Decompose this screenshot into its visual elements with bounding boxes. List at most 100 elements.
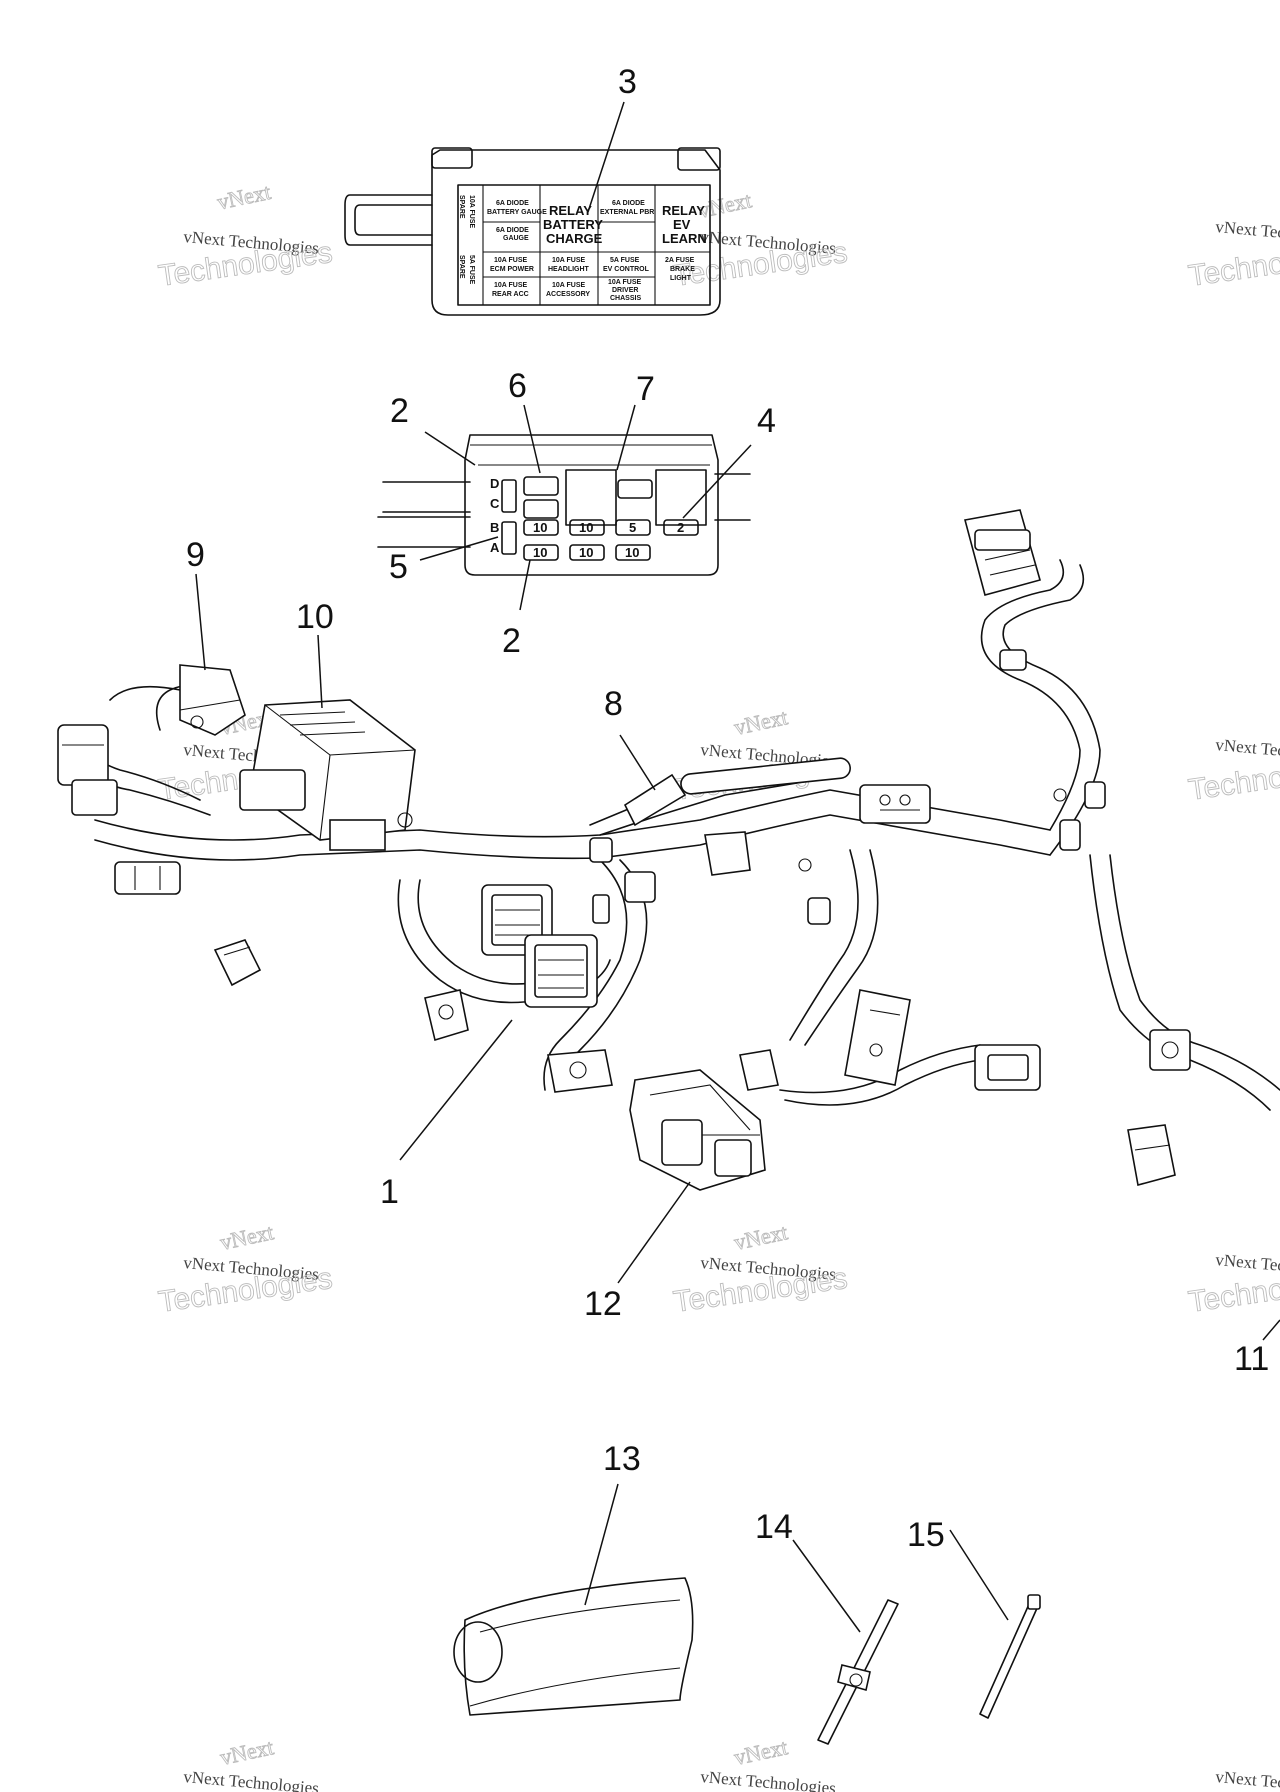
fuse-value: 2 bbox=[677, 520, 684, 535]
callout-14: 14 bbox=[755, 1508, 793, 1546]
fuse-label: HEADLIGHT bbox=[548, 266, 590, 273]
relay-socket bbox=[565, 469, 617, 526]
fuse-value: 10 bbox=[533, 545, 547, 560]
harness-clip bbox=[589, 837, 613, 863]
fuse-label: REAR ACC bbox=[492, 291, 529, 298]
callout-8: 8 bbox=[604, 685, 623, 723]
fuse[interactable] bbox=[569, 519, 605, 536]
relay-label: RELAY bbox=[549, 203, 592, 218]
mounting-tab bbox=[354, 204, 433, 236]
loom-sleeve-part[interactable] bbox=[453, 1577, 694, 1716]
callout-3: 3 bbox=[618, 63, 637, 101]
watermark-brand: vNext bbox=[218, 1219, 276, 1255]
connector[interactable] bbox=[547, 1049, 613, 1093]
relay-label: EV bbox=[673, 217, 691, 232]
relay-label: BATTERY bbox=[543, 217, 603, 232]
fuse-row-lower: 10 10 10 bbox=[523, 544, 651, 561]
watermark-brand: vNext bbox=[732, 704, 790, 740]
watermark-brand: vNext bbox=[732, 1734, 790, 1770]
fuse-box-base bbox=[464, 434, 719, 576]
fuse-label: LIGHT bbox=[670, 275, 692, 282]
leader-lines bbox=[195, 101, 1280, 1633]
fuse-box-cover-part[interactable]: 10A FUSE SPARE 5A FUSE SPARE 6A DIODE BA… bbox=[344, 147, 721, 316]
spare-fuse[interactable] bbox=[501, 479, 517, 513]
connector-cluster[interactable] bbox=[629, 1049, 779, 1191]
fuse-value: 10 bbox=[625, 545, 639, 560]
relay-label: RELAY bbox=[662, 203, 705, 218]
watermark-text: vNext Technologies bbox=[1215, 217, 1280, 248]
callout-12: 12 bbox=[584, 1285, 622, 1323]
harness-clip bbox=[807, 897, 831, 925]
fuse-box-open-view[interactable]: D C B A 10 10 5 2 10 10 10 bbox=[377, 434, 751, 576]
fuse-label: CHASSIS bbox=[610, 295, 641, 302]
fuse-label: BRAKE bbox=[670, 266, 695, 273]
fuse-value: 5 bbox=[629, 520, 636, 535]
fuse[interactable] bbox=[523, 544, 559, 561]
callout-labels: 1 2 2 3 4 5 6 7 8 9 10 11 12 13 14 15 bbox=[186, 63, 1269, 1554]
callout-1: 1 bbox=[380, 1173, 399, 1211]
connector[interactable] bbox=[844, 989, 911, 1086]
relay-label: LEARN bbox=[662, 231, 707, 246]
fuse[interactable] bbox=[569, 544, 605, 561]
callout-2-lower: 2 bbox=[502, 622, 521, 660]
watermark-brand: vNext bbox=[215, 179, 273, 215]
fuse-label: 5A FUSE bbox=[468, 255, 475, 285]
connector[interactable] bbox=[964, 509, 1041, 596]
fuse-label: 10A FUSE bbox=[494, 257, 528, 264]
connector[interactable] bbox=[424, 989, 469, 1042]
callout-11: 11 bbox=[1234, 1340, 1269, 1378]
fuse[interactable] bbox=[663, 519, 699, 536]
fuse[interactable] bbox=[523, 519, 559, 536]
connector[interactable] bbox=[213, 939, 262, 987]
connector[interactable] bbox=[704, 831, 751, 876]
watermark-text: vNext Technologies bbox=[1215, 1767, 1280, 1792]
fuse-label: 10A FUSE bbox=[494, 282, 528, 289]
connector[interactable] bbox=[179, 664, 246, 736]
callout-2-upper: 2 bbox=[390, 392, 409, 430]
watermark-group: vNext vNext Technologies Technologies vN… bbox=[156, 178, 1280, 1792]
fuse-label: GAUGE bbox=[503, 235, 529, 242]
harness-clip bbox=[1059, 819, 1081, 851]
fuse-label: 6A DIODE bbox=[496, 227, 529, 234]
row-label: C bbox=[490, 496, 500, 511]
cable-tie-part[interactable] bbox=[979, 1594, 1041, 1719]
fuse-box-label-panel bbox=[457, 184, 711, 306]
watermark-text: vNext Technologies bbox=[183, 1767, 320, 1792]
fuse[interactable] bbox=[615, 519, 651, 536]
diode bbox=[523, 476, 559, 496]
fuse[interactable] bbox=[615, 544, 651, 561]
cable-tie-with-clip-part[interactable] bbox=[817, 1599, 899, 1745]
connector[interactable] bbox=[1149, 1029, 1191, 1071]
fuse-value: 10 bbox=[579, 520, 593, 535]
fuse-value: 10 bbox=[579, 545, 593, 560]
callout-7: 7 bbox=[636, 370, 655, 408]
connector[interactable] bbox=[114, 861, 181, 895]
mounting-tab bbox=[344, 194, 433, 246]
connector[interactable] bbox=[623, 757, 931, 827]
connector[interactable] bbox=[1127, 1124, 1176, 1186]
connector[interactable] bbox=[57, 724, 118, 816]
callout-5: 5 bbox=[389, 548, 408, 586]
connector[interactable] bbox=[592, 871, 656, 924]
watermark-brand: vNext bbox=[732, 1219, 790, 1255]
watermark-text: vNext Technologies bbox=[700, 1767, 837, 1792]
row-label: B bbox=[490, 520, 499, 535]
relay-box[interactable] bbox=[239, 699, 416, 851]
wiring-harness[interactable] bbox=[79, 559, 1280, 1111]
harness-clip bbox=[999, 649, 1027, 671]
diode bbox=[523, 499, 559, 519]
fuse-label: DRIVER bbox=[612, 287, 638, 294]
fuse-label: 10A FUSE bbox=[468, 195, 475, 229]
relay-label: CHARGE bbox=[546, 231, 603, 246]
fuse-label: 5A FUSE bbox=[610, 257, 640, 264]
row-label: A bbox=[490, 540, 500, 555]
fuse-label: 10A FUSE bbox=[552, 282, 586, 289]
callout-15: 15 bbox=[907, 1516, 945, 1554]
ecu-connector[interactable] bbox=[524, 934, 598, 1008]
diode bbox=[617, 479, 653, 499]
fuse-row-upper: 10 10 5 2 bbox=[523, 519, 699, 536]
fuse-label: EXTERNAL PBR bbox=[600, 209, 654, 216]
connector[interactable] bbox=[974, 1044, 1041, 1091]
spare-fuse[interactable] bbox=[501, 521, 517, 555]
